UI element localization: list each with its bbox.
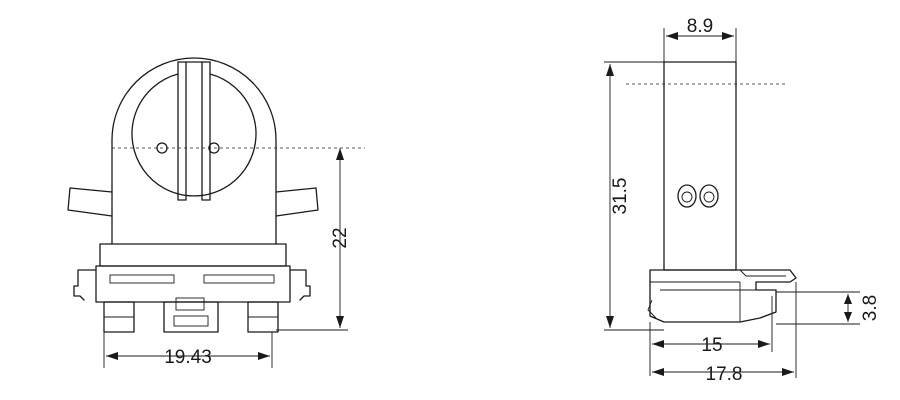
center-slot-left bbox=[177, 61, 187, 201]
height-dimension-label: 22 bbox=[330, 227, 351, 248]
left-wing bbox=[67, 187, 113, 217]
side-view: 8.9 31.5 3.8 bbox=[604, 16, 881, 385]
right-offset-dimension-label: 3.8 bbox=[860, 295, 881, 321]
base-slot-right bbox=[203, 274, 275, 284]
right-wing bbox=[275, 187, 319, 217]
bottom-leg-center bbox=[163, 301, 219, 333]
center-slot-right bbox=[201, 61, 211, 201]
pin-contacts bbox=[677, 184, 719, 208]
rotor-disc bbox=[131, 73, 257, 197]
front-view: 22 19.43 bbox=[67, 57, 365, 368]
total-height-dimension-label: 31.5 bbox=[610, 178, 631, 215]
front-body bbox=[99, 243, 287, 267]
front-base bbox=[95, 265, 291, 303]
lamp-head-outline bbox=[111, 57, 277, 245]
side-base bbox=[649, 269, 797, 323]
inner-length-dimension-label: 15 bbox=[701, 335, 722, 356]
right-clip bbox=[289, 269, 311, 301]
base-slot-left bbox=[109, 274, 175, 284]
width-dimension-label: 19.43 bbox=[164, 347, 212, 368]
left-clip bbox=[73, 269, 97, 301]
top-width-dimension-label: 8.9 bbox=[687, 16, 713, 37]
outer-length-dimension-label: 17.8 bbox=[706, 364, 743, 385]
side-body bbox=[663, 61, 737, 271]
